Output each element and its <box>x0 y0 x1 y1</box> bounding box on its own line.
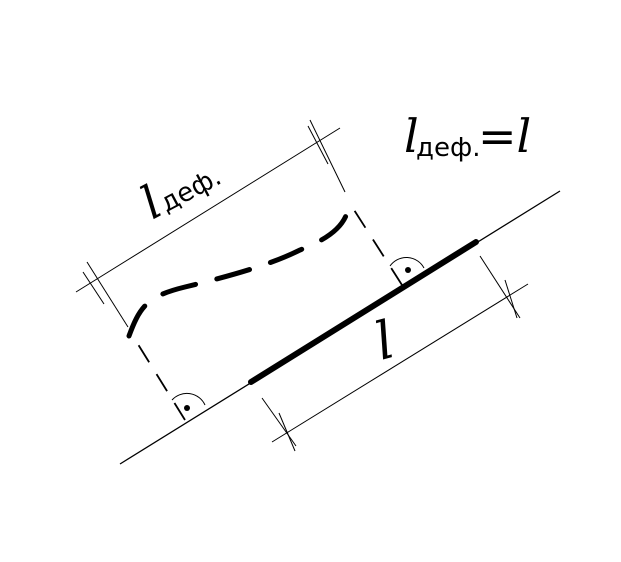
length-extension-left <box>261 397 297 447</box>
effective-length-tick-right <box>307 125 329 165</box>
effective-length-extension-left <box>86 261 129 328</box>
projection-line-left <box>130 332 186 421</box>
formula-rhs: =l <box>478 109 531 163</box>
effective-length-label: l деф. <box>132 162 227 230</box>
length-label: l <box>369 310 401 372</box>
effective-length-extension-right <box>309 119 346 193</box>
right-angle-dot-right <box>405 267 411 273</box>
formula: l деф. =l <box>404 109 531 163</box>
effective-length-dimension-line <box>75 127 341 293</box>
right-angle-dot-left <box>184 405 190 411</box>
right-angle-mark-right <box>389 256 425 269</box>
projection-line-right <box>348 201 403 286</box>
formula-subscript: деф. <box>416 133 480 163</box>
buckled-shape-curve <box>126 199 352 339</box>
length-dimension-line <box>271 283 529 443</box>
effective-length-subscript: деф. <box>155 162 226 219</box>
length-tick-right <box>504 279 518 319</box>
effective-length-tick-left <box>82 271 105 305</box>
right-angle-mark-left <box>171 392 206 406</box>
effective-length-dimension <box>75 119 346 328</box>
length-dimension <box>261 255 529 452</box>
length-tick-left <box>278 412 296 452</box>
formula-main: l <box>404 109 419 163</box>
member-segment <box>248 239 479 385</box>
